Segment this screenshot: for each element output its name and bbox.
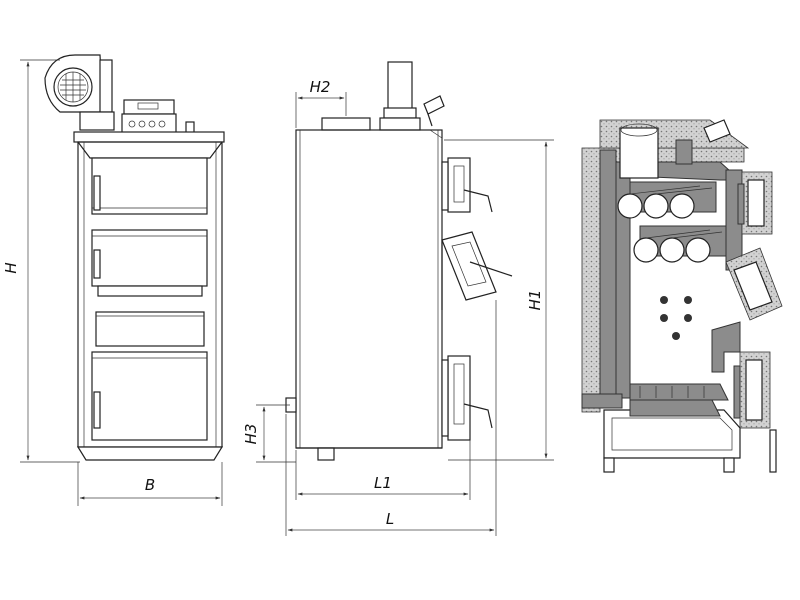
- dim-label-L1: L1: [374, 474, 392, 492]
- air-holes: [660, 296, 692, 340]
- upper-door: [91, 157, 208, 215]
- grate: [629, 383, 729, 401]
- section-upper-door: [737, 171, 773, 235]
- dim-label-B: B: [145, 476, 155, 494]
- flue-outlet: [619, 127, 659, 179]
- side-view: [285, 61, 513, 461]
- boiler-body-side: [295, 129, 443, 449]
- section-lower-door: [733, 351, 771, 429]
- dim-label-H2: H2: [310, 78, 331, 96]
- middle-door: [91, 229, 208, 287]
- side-lower-door: [441, 355, 493, 441]
- heat-exchanger-tubes-lower: [633, 225, 727, 263]
- dimension-lines: [20, 59, 554, 536]
- dim-label-H: H: [2, 262, 20, 273]
- return-pipe: [581, 393, 623, 409]
- dim-label-H1: H1: [526, 290, 544, 311]
- ash-pan: [603, 399, 741, 459]
- boiler-body-front: [76, 141, 224, 461]
- fan-icon: [44, 54, 115, 131]
- dim-label-L: L: [386, 510, 394, 528]
- heat-exchanger-tubes-upper: [617, 181, 717, 219]
- dim-label-H3: H3: [242, 424, 260, 445]
- front-view: [44, 54, 225, 461]
- top-plate: [73, 131, 225, 143]
- controller-panel: [121, 99, 195, 135]
- section-view: [581, 119, 783, 473]
- lower-door: [91, 351, 208, 441]
- side-middle-door: [441, 231, 513, 310]
- side-upper-door: [441, 157, 493, 213]
- dimension-labels: H B H2 H1 H3 L1 L: [2, 78, 544, 528]
- section-middle-door: [725, 247, 783, 321]
- chimney-pipe: [387, 61, 413, 113]
